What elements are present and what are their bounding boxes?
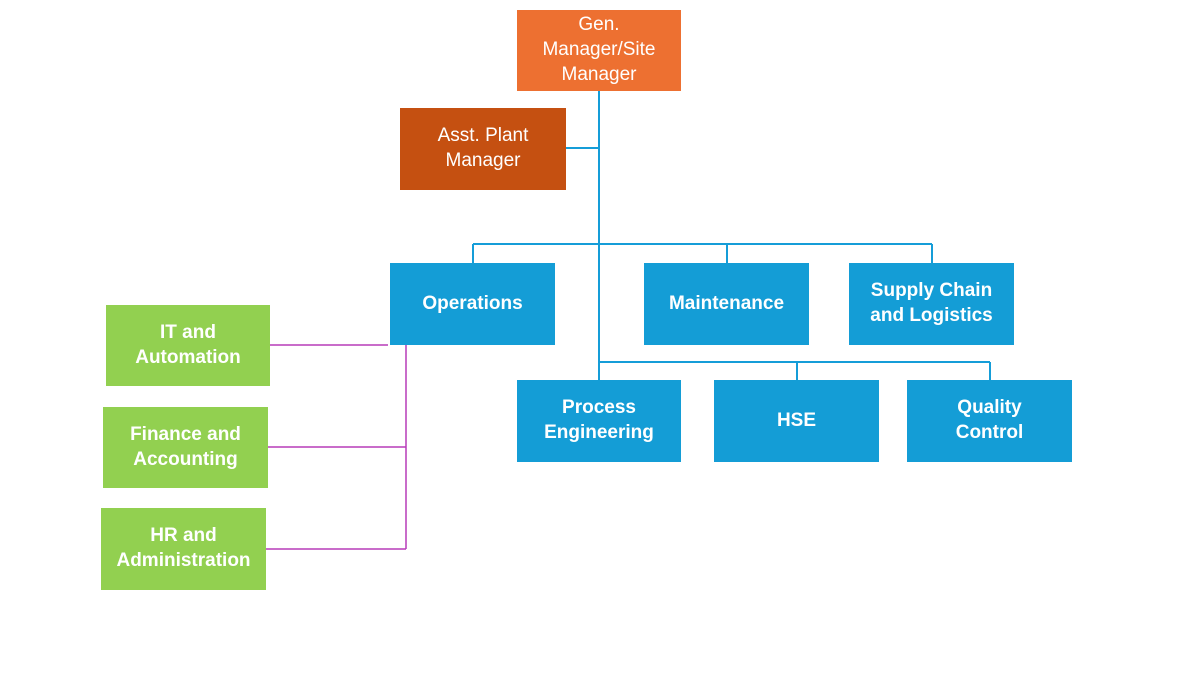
department-box-quality-control: Quality Control — [907, 380, 1072, 462]
support-box-finance-accounting: Finance and Accounting — [103, 407, 268, 488]
general-manager-box: Gen. Manager/Site Manager — [517, 10, 681, 91]
general-manager-label: Gen. Manager/Site Manager — [542, 14, 656, 85]
department-label: Supply Chain and Logistics — [870, 280, 993, 326]
department-label: Quality Control — [955, 397, 1024, 443]
department-label: Process Engineering — [544, 397, 654, 443]
department-box-supply-chain: Supply Chain and Logistics — [849, 263, 1014, 345]
assistant-plant-manager-label: Asst. Plant Manager — [437, 125, 529, 171]
assistant-plant-manager-box: Asst. Plant Manager — [400, 108, 566, 190]
support-label: Finance and Accounting — [130, 423, 241, 470]
department-label: Maintenance — [668, 292, 785, 314]
support-label: HR and Administration — [116, 525, 251, 571]
department-box-maintenance: Maintenance — [644, 263, 809, 345]
support-label: IT and Automation — [135, 321, 241, 368]
department-box-process-engineering: Process Engineering — [517, 380, 681, 462]
department-box-hse: HSE — [714, 380, 879, 462]
department-label: HSE — [776, 409, 817, 431]
support-box-it-automation: IT and Automation — [106, 305, 270, 386]
department-label: Operations — [422, 292, 523, 314]
department-box-operations: Operations — [390, 263, 555, 345]
support-box-hr-administration: HR and Administration — [101, 508, 266, 590]
